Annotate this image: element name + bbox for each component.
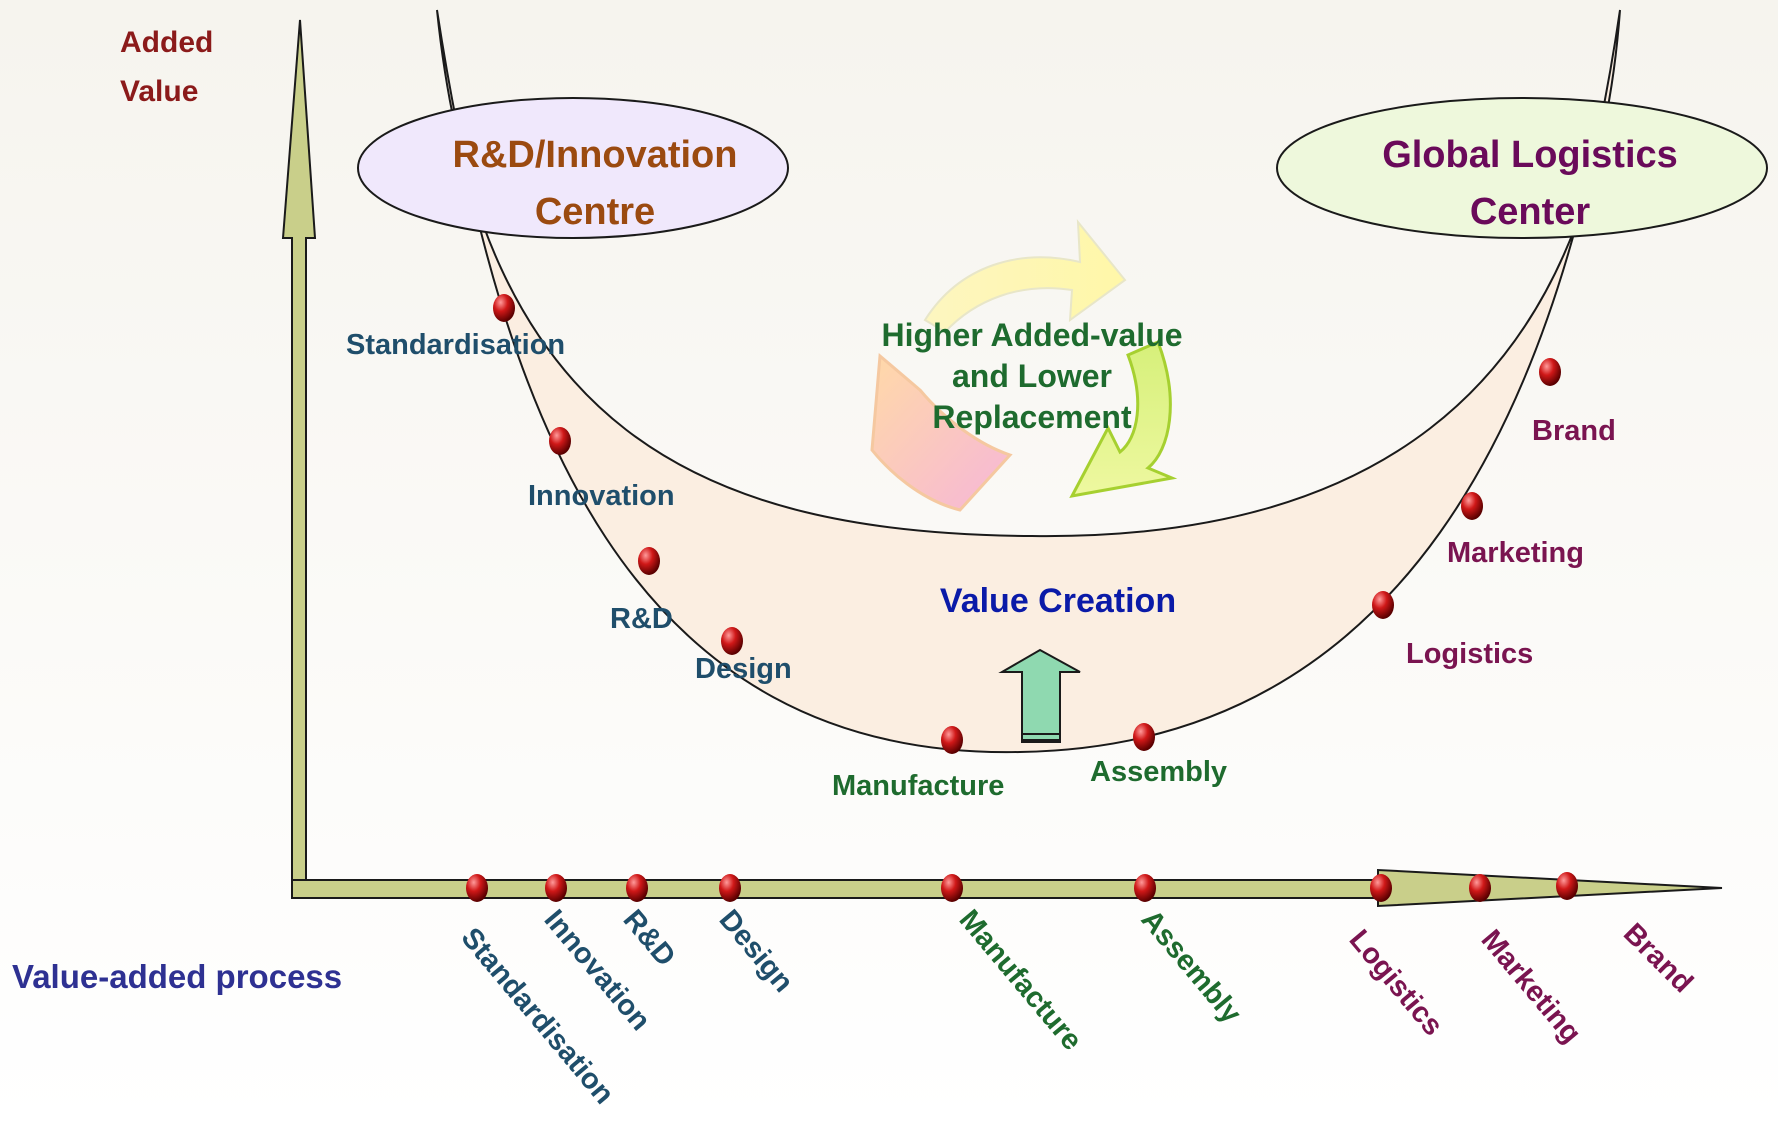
y-axis-arrow xyxy=(281,19,317,881)
x-axis-arrow xyxy=(291,868,1723,908)
axis-label-logistics: Logistics xyxy=(1343,924,1449,1042)
cycle-text-line1: Higher Added-value xyxy=(881,317,1182,353)
green-cycle-arrow xyxy=(1069,339,1178,499)
curve-marker-assembly xyxy=(1133,723,1155,751)
curve-marker-design xyxy=(721,627,743,655)
rnd-centre-label-line1: R&D/Innovation xyxy=(453,134,738,176)
cycle-arrows-icon xyxy=(870,218,1178,512)
curve-label-brand: Brand xyxy=(1532,415,1616,447)
curve-marker-manufacture xyxy=(941,726,963,754)
axis-marker-innovation xyxy=(545,874,567,902)
value-creation-band xyxy=(436,9,1621,754)
y-axis-title-line1: Added xyxy=(120,26,213,59)
curve-label-rnd: R&D xyxy=(610,603,673,635)
y-axis-title-line2: Value xyxy=(120,75,198,108)
axis-label-rnd: R&D xyxy=(617,904,682,973)
axis-label-brand: Brand xyxy=(1617,917,1699,999)
curve-markers xyxy=(493,294,1561,754)
value-creation-label: Value Creation xyxy=(940,582,1176,620)
cycle-text-line2: and Lower xyxy=(952,358,1112,394)
axis-marker-brand xyxy=(1556,872,1578,900)
curve-label-manufacture: Manufacture xyxy=(832,770,1004,802)
curve-marker-standardisation xyxy=(493,294,515,322)
up-arrow-icon xyxy=(998,648,1081,743)
axis-marker-rnd xyxy=(626,874,648,902)
axis-label-assembly: Assembly xyxy=(1135,904,1248,1030)
curve-label-design: Design xyxy=(695,653,792,685)
axis-marker-design xyxy=(719,874,741,902)
curve-label-assembly: Assembly xyxy=(1090,756,1227,788)
axis-markers xyxy=(466,872,1578,902)
curve-marker-logistics xyxy=(1372,591,1394,619)
global-logistics-center-ellipse xyxy=(1276,97,1768,239)
x-axis-title: Value-added process xyxy=(12,958,342,995)
logistics-center-label-line1: Global Logistics xyxy=(1382,134,1678,176)
axis-label-design: Design xyxy=(713,904,800,999)
curve-label-standardisation: Standardisation xyxy=(346,329,565,361)
curve-label-logistics: Logistics xyxy=(1406,638,1533,670)
curve-label-marketing: Marketing xyxy=(1447,537,1584,569)
axis-marker-assembly xyxy=(1134,874,1156,902)
curve-marker-rnd xyxy=(638,547,660,575)
curve-marker-innovation xyxy=(549,427,571,455)
yellow-cycle-arrow xyxy=(923,218,1127,334)
curve-label-innovation: Innovation xyxy=(528,480,675,512)
cycle-text-line3: Replacement xyxy=(932,399,1132,435)
curve-marker-marketing xyxy=(1461,492,1483,520)
axis-marker-marketing xyxy=(1469,874,1491,902)
axis-marker-standardisation xyxy=(466,874,488,902)
pink-cycle-arrow xyxy=(870,352,1013,512)
curve-marker-brand xyxy=(1539,358,1561,386)
axis-label-manufacture: Manufacture xyxy=(953,904,1088,1057)
rnd-innovation-centre-ellipse xyxy=(357,97,789,239)
logistics-center-label-line2: Center xyxy=(1470,191,1591,233)
axis-marker-manufacture xyxy=(941,874,963,902)
axis-marker-logistics xyxy=(1370,874,1392,902)
axis-label-marketing: Marketing xyxy=(1475,924,1588,1050)
rnd-centre-label-line2: Centre xyxy=(535,191,655,233)
